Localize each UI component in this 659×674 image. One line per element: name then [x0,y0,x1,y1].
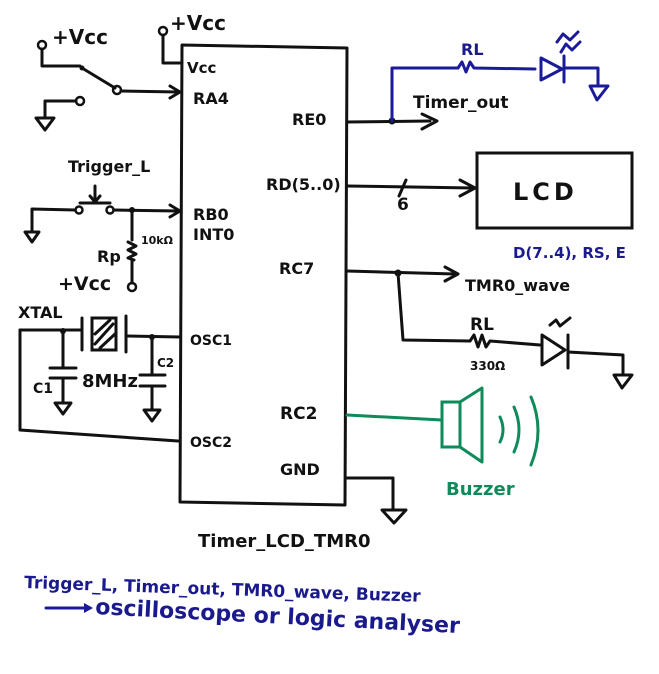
pin-osc1: OSC1 [190,333,232,349]
pin-vcc: Vcc [187,59,216,77]
lcd-label: LCD [513,178,578,206]
chip-name: Timer_LCD_TMR0 [198,531,371,552]
pullup-resistor-label: Rp [97,247,121,266]
pullup-resistor-value: 10kΩ [141,234,174,247]
gnd-connection [345,476,408,525]
c2-label: C2 [157,356,174,370]
tmr0-resistor-value: 330Ω [470,359,505,373]
pin-re0: RE0 [292,110,326,129]
pin-int0: INT0 [193,225,234,244]
buzzer-circuit [345,386,540,467]
timer-out-label: Timer_out [413,93,508,113]
notes-arrow-icon [44,603,93,613]
buzzer-label: Buzzer [446,479,515,500]
vcc-label-switch: +Vcc [52,25,108,49]
lcd-bus [345,178,477,198]
trigger-label: Trigger_L [68,157,150,176]
xtal-label: XTAL [18,303,63,322]
lcd-module [475,151,634,230]
vcc-chip-connection [157,25,184,65]
tmr0-wave-circuit [345,265,634,390]
pin-rd: RD(5..0) [266,175,341,194]
vcc-label-pullup: +Vcc [58,273,111,295]
microcontroller-body [178,43,349,507]
c1-label: C1 [33,381,53,397]
lcd-bus-width: 6 [397,195,409,215]
pin-ra4: RA4 [193,89,229,108]
pin-rc7: RC7 [279,259,314,278]
tmr0-wave-label: TMR0_wave [465,276,570,295]
xtal-frequency: 8MHz [82,371,138,392]
pin-gnd: GND [280,460,320,479]
crystal-oscillator [18,314,182,443]
timer-out-circuit [345,30,610,131]
timer-out-resistor-label: RL [461,40,484,59]
ra4-switch [34,39,182,132]
vcc-label-chip: +Vcc [170,11,226,35]
pin-rc2: RC2 [280,404,317,424]
lcd-bus-signals: D(7..4), RS, E [513,244,626,262]
pin-rb0: RB0 [193,205,229,224]
tmr0-resistor-label: RL [470,315,494,335]
trigger-pushbutton [23,184,182,293]
pin-osc2: OSC2 [190,435,232,451]
